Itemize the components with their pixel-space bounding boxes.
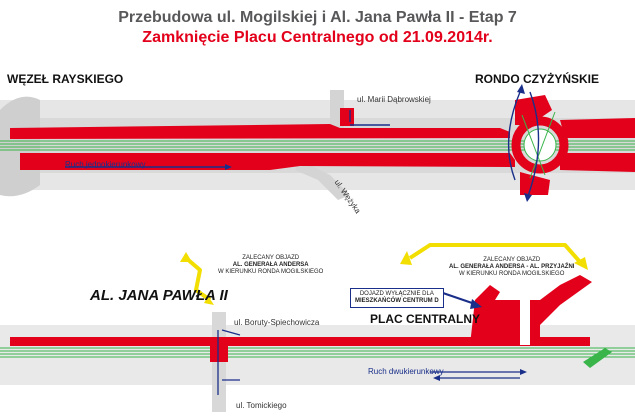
detour-right-line3: W KIERUNKU RONDA MOGILSKIEGO <box>459 271 565 277</box>
detour-left-line2: AL. GENERAŁA ANDERSA <box>232 262 309 268</box>
detour-left-line3: W KIERUNKU RONDA MOGILSKIEGO <box>218 269 324 275</box>
street-tomickiego: ul. Tomickiego <box>236 401 287 410</box>
bottom-green-lanes <box>0 347 635 358</box>
detour-right-line1: ZALECANY OBJAZD <box>483 257 541 263</box>
detour-right-arrow <box>408 243 582 264</box>
rondo-czyzynskie <box>511 111 569 179</box>
traffic-one-way-label: Ruch jednokierunkowy <box>65 160 146 169</box>
detour-left-arrow <box>184 256 212 302</box>
detour-arrows <box>180 243 588 305</box>
green-patch <box>583 348 612 368</box>
page-subtitle: Zamknięcie Placu Centralnego od 21.09.20… <box>142 29 493 46</box>
detour-left-line1: ZALECANY OBJAZD <box>242 255 300 261</box>
residents-line2: MIESZKAŃCÓW CENTRUM D <box>355 298 439 304</box>
residents-line1: DOJAZD WYŁĄCZNIE DLA <box>359 291 434 297</box>
top-traffic-arrows <box>65 84 540 202</box>
closure-top-lower <box>20 153 515 170</box>
street-boruty: ul. Boruty-Spiechowicza <box>234 318 320 327</box>
detour-right-line2: AL. GENERAŁA ANDERSA - AL. PRZYJAŹNI <box>449 264 575 270</box>
closure-top-right <box>560 118 635 138</box>
label-rondo-czyzynskie: RONDO CZYŻYŃSKIE <box>475 72 600 86</box>
label-plac-centralny: PLAC CENTRALNY <box>370 312 480 326</box>
label-wezel-rayskiego: WĘZEŁ RAYSKIEGO <box>7 72 124 86</box>
page-title: Przebudowa ul. Mogilskiej i Al. Jana Paw… <box>118 9 517 26</box>
detour-note-left: ZALECANY OBJAZD AL. GENERAŁA ANDERSA W K… <box>218 255 323 276</box>
bottom-traffic-arrows <box>217 290 527 395</box>
residents-arrow <box>439 290 476 306</box>
bottom-closures <box>10 275 592 362</box>
closure-top-upper <box>10 124 510 139</box>
closure-bottom-main <box>10 337 590 346</box>
traffic-two-way-label: Ruch dwukierunkowy <box>368 367 444 376</box>
detour-note-right: ZALECANY OBJAZD AL. GENERAŁA ANDERSA - A… <box>449 257 574 278</box>
label-al-jana-pawla: AL. JANA PAWŁA II <box>90 287 228 304</box>
closure-plac-centralny <box>470 275 592 345</box>
residents-note: DOJAZD WYŁĄCZNIE DLA MIESZKAŃCÓW CENTRUM… <box>350 288 444 308</box>
street-maria-dabrowska: ul. Marii Dąbrowskiej <box>357 95 431 104</box>
